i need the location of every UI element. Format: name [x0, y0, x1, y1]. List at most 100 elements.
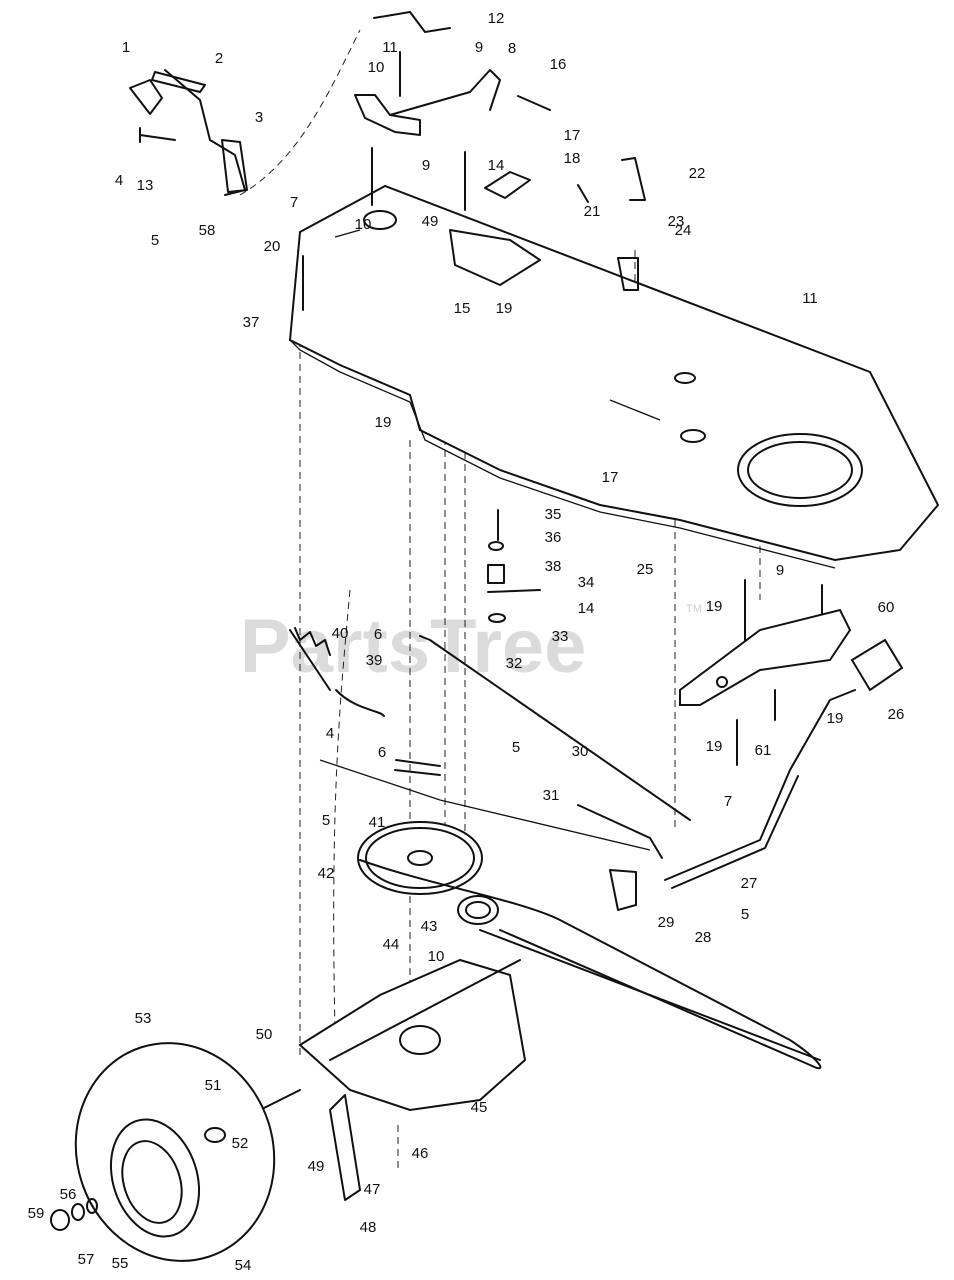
callout-number: 29	[658, 914, 675, 931]
callout-21: 21	[584, 203, 601, 220]
watermark-text: PartsTree	[240, 604, 586, 689]
callout-number: 11	[382, 39, 398, 56]
callout-13: 13	[137, 177, 154, 194]
callout-38: 38	[545, 558, 562, 575]
callout-5: 5	[322, 812, 330, 829]
callout-number: 5	[741, 906, 749, 923]
callout-48: 48	[360, 1219, 377, 1236]
callout-number: 2	[215, 50, 223, 67]
callout-number: 38	[545, 558, 562, 575]
callout-36: 36	[545, 529, 562, 546]
callout-number: 46	[412, 1145, 429, 1162]
callout-number: 34	[578, 574, 595, 591]
callout-number: 60	[878, 599, 895, 616]
callout-10: 10	[428, 948, 445, 965]
callout-19: 19	[827, 710, 844, 727]
watermark-trademark: TM	[686, 603, 702, 615]
callout-51: 51	[205, 1077, 222, 1094]
callout-number: 14	[578, 600, 595, 617]
callout-number: 32	[506, 655, 523, 672]
bolts	[139, 51, 823, 766]
callout-number: 48	[360, 1219, 377, 1236]
callout-number: 43	[421, 918, 438, 935]
callout-number: 49	[308, 1158, 325, 1175]
callout-49: 49	[422, 213, 439, 230]
callout-number: 49	[422, 213, 439, 230]
callout-number: 47	[364, 1181, 381, 1198]
callout-number: 1	[122, 39, 130, 56]
callout-42: 42	[318, 865, 335, 882]
callout-number: 6	[374, 626, 382, 643]
callout-10: 10	[368, 59, 385, 76]
callout-37: 37	[243, 314, 260, 331]
callout-60: 60	[878, 599, 895, 616]
springs-and-cables	[289, 627, 691, 851]
callout-11: 11	[802, 290, 818, 307]
callout-number: 36	[545, 529, 562, 546]
callout-31: 31	[543, 787, 560, 804]
callout-43: 43	[421, 918, 438, 935]
callout-number: 39	[366, 652, 383, 669]
callout-55: 55	[112, 1255, 129, 1272]
callout-19: 19	[706, 598, 723, 615]
callout-16: 16	[550, 56, 567, 73]
callout-57: 57	[78, 1251, 95, 1268]
callout-number: 10	[368, 59, 385, 76]
callout-20: 20	[264, 238, 281, 255]
callout-50: 50	[256, 1026, 273, 1043]
callout-12: 12	[488, 10, 505, 27]
callout-26: 26	[888, 706, 905, 723]
callout-33: 33	[552, 628, 569, 645]
callout-5: 5	[741, 906, 749, 923]
callout-number: 17	[602, 469, 619, 486]
callout-number: 5	[322, 812, 330, 829]
callout-number: 18	[564, 150, 581, 167]
callout-number: 25	[637, 561, 654, 578]
callout-number: 11	[802, 290, 818, 307]
callout-number: 4	[326, 725, 334, 742]
callout-58: 58	[199, 222, 216, 239]
callout-number: 20	[264, 238, 281, 255]
callout-2: 2	[215, 50, 223, 67]
callout-5: 5	[512, 739, 520, 756]
callout-number: 23	[668, 213, 685, 230]
callout-number: 45	[471, 1099, 488, 1116]
callout-40: 40	[332, 625, 349, 642]
callout-49: 49	[308, 1158, 325, 1175]
callout-19: 19	[375, 414, 392, 431]
callout-number: 5	[151, 232, 159, 249]
callout-number: 3	[255, 109, 263, 126]
callout-22: 22	[689, 165, 706, 182]
callout-number: 27	[741, 875, 758, 892]
callout-19: 19	[706, 738, 723, 755]
callout-9: 9	[422, 157, 430, 174]
callout-number: 28	[695, 929, 712, 946]
spacer-stack	[487, 541, 541, 623]
callout-14: 14	[488, 157, 505, 174]
callout-10: 10	[355, 216, 372, 233]
callout-number: 53	[135, 1010, 152, 1027]
callout-3: 3	[255, 109, 263, 126]
callout-41: 41	[369, 814, 386, 831]
callout-number: 61	[755, 742, 772, 759]
callout-number: 57	[78, 1251, 95, 1268]
watermark: PartsTree TM	[240, 603, 702, 689]
callout-9: 9	[776, 562, 784, 579]
callout-14: 14	[578, 600, 595, 617]
callout-number: 19	[706, 738, 723, 755]
callout-1: 1	[122, 39, 130, 56]
callout-27: 27	[741, 875, 758, 892]
callout-number: 19	[706, 598, 723, 615]
callout-11: 11	[382, 39, 398, 56]
callout-number: 4	[115, 172, 123, 189]
drive-belt	[359, 859, 822, 1070]
callout-23: 23	[668, 213, 685, 230]
callout-52: 52	[232, 1135, 249, 1152]
callout-number: 16	[550, 56, 567, 73]
callout-number: 24	[675, 222, 692, 239]
callout-number: 13	[137, 177, 154, 194]
callout-number: 9	[422, 157, 430, 174]
callout-number: 9	[475, 39, 483, 56]
callout-47: 47	[364, 1181, 381, 1198]
